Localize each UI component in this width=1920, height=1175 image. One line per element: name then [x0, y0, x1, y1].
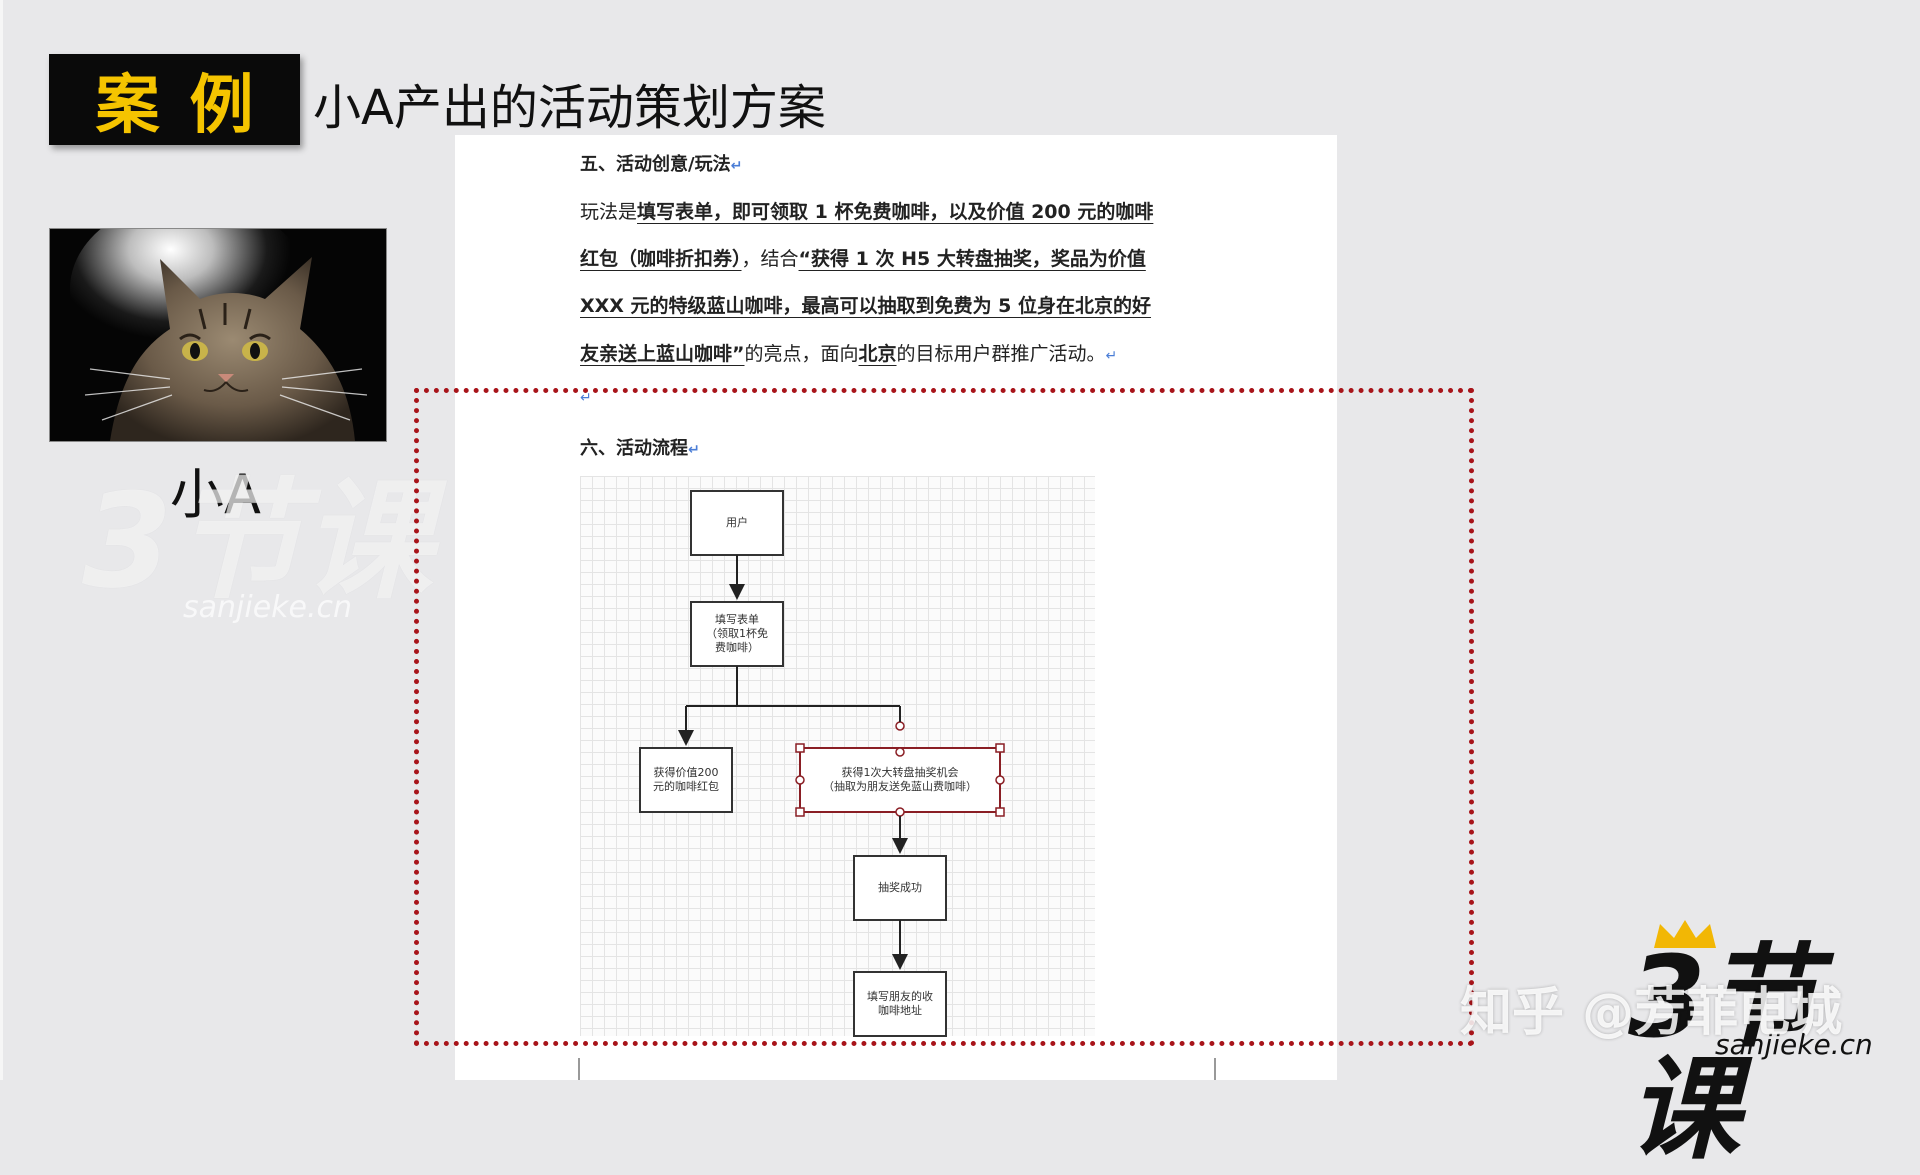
section5-heading-text: 五、活动创意/玩法 — [580, 154, 731, 175]
node-user-label: 用户 — [726, 516, 748, 529]
line2-underlined-2: “获得 1 次 H5 大转盘抽奖，奖品为价值 — [798, 248, 1146, 270]
return-mark: ↵ — [730, 158, 743, 174]
avatar-image — [49, 228, 387, 442]
node-address-box — [853, 971, 947, 1037]
watermark-logo-left: 3节课 — [82, 465, 433, 617]
zhihu-watermark: 知乎 @芳菲电城 — [1460, 983, 1843, 1043]
node-redpacket-box — [639, 747, 733, 813]
node-win-box — [853, 855, 947, 921]
line3-underlined: XXX 元的特级蓝山咖啡，最高可以抽取到免费为 5 位身在北京的好 — [580, 295, 1152, 317]
node-redpacket-label: 获得价值200 元的咖啡红包 — [653, 766, 719, 793]
line2-underlined: 红包（咖啡折扣券） — [580, 248, 742, 270]
line4-end: 的目标用户群推广活动。 — [896, 343, 1106, 365]
node-form-box — [690, 601, 784, 667]
section5-line-2: 红包（咖啡折扣券），结合“获得 1 次 H5 大转盘抽奖，奖品为价值 — [580, 244, 1146, 271]
line4-middle: 的亮点，面向 — [744, 343, 859, 365]
node-win-label: 抽奖成功 — [878, 881, 922, 894]
node-user-box — [690, 490, 784, 556]
section5-line-1: 玩法是填写表单，即可领取 1 杯免费咖啡，以及价值 200 元的咖啡 — [580, 197, 1153, 224]
page-bottom-rule — [578, 1058, 1216, 1080]
section6-heading-text: 六、活动流程 — [580, 438, 688, 459]
slide-title: 小A产出的活动策划方案 — [313, 80, 826, 136]
selection-handles — [795, 721, 1005, 817]
node-form-label: 填写表单 （领取1杯免 费咖啡） — [706, 613, 768, 654]
line4-place: 北京 — [858, 343, 897, 365]
return-mark: ↵ — [1105, 348, 1118, 364]
section5-line-4: 友亲送上蓝山咖啡”的亮点，面向北京的目标用户群推广活动。↵ — [580, 339, 1117, 366]
section6-heading: 六、活动流程↵ — [580, 434, 700, 460]
slide-background — [0, 0, 3, 1080]
line1-prefix: 玩法是 — [580, 201, 638, 223]
return-mark-empty-line: ↵ — [580, 390, 592, 406]
section5-heading: 五、活动创意/玩法↵ — [580, 150, 742, 176]
line1-underlined: 填写表单，即可领取 1 杯免费咖啡，以及价值 200 元的咖啡 — [637, 201, 1154, 223]
node-address-label: 填写朋友的收 咖啡地址 — [867, 990, 933, 1017]
case-badge: 案例 — [49, 54, 300, 145]
node-lottery-label: 获得1次大转盘抽奖机会 （抽取为朋友送免蓝山费咖啡） — [823, 766, 977, 793]
case-badge-text: 案例 — [95, 68, 284, 143]
section5-line-3: XXX 元的特级蓝山咖啡，最高可以抽取到免费为 5 位身在北京的好 — [580, 291, 1151, 318]
return-mark: ↵ — [688, 442, 700, 458]
crown-icon — [1654, 920, 1716, 948]
watermark-url-left: sanjieke.cn — [183, 590, 353, 625]
flowchart-diagram — [639, 490, 1005, 1037]
line2-suffix: ，结合 — [741, 248, 799, 270]
line4-underlined: 友亲送上蓝山咖啡” — [580, 343, 745, 365]
avatar-name: 小A — [170, 463, 261, 526]
cat-photo-icon — [50, 229, 386, 441]
highlight-frame — [414, 388, 1474, 1046]
flow-connectors — [678, 555, 908, 970]
watermark-url-right: sanjieke.cn — [1715, 1028, 1873, 1061]
